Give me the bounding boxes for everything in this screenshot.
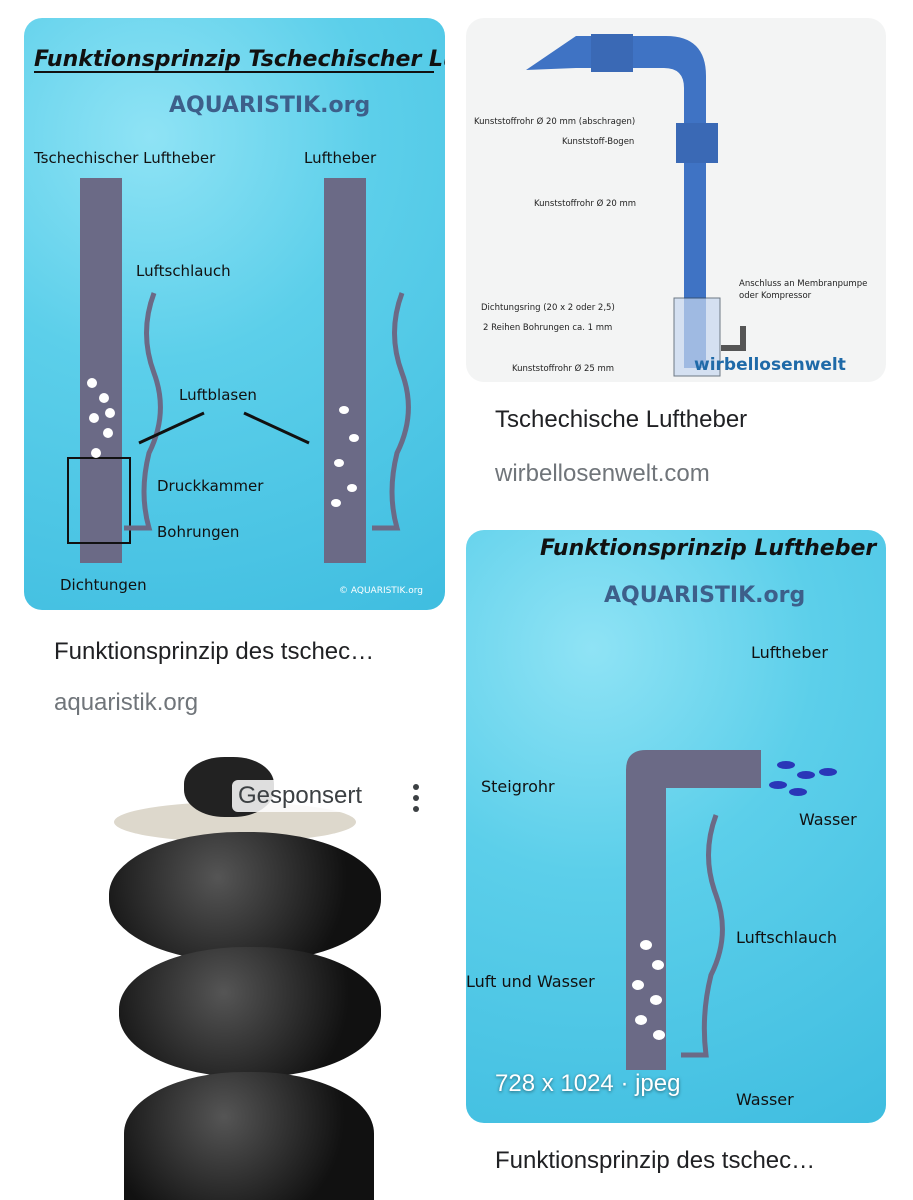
image-label: Druckkammer <box>157 477 264 495</box>
image-dimensions: 728 x 1024 · jpeg <box>495 1070 681 1097</box>
image-label: Kunststoffrohr Ø 20 mm (abschragen) <box>474 116 635 127</box>
image-label: 2 Reihen Bohrungen ca. 1 mm <box>483 323 612 333</box>
result-title[interactable]: Funktionsprinzip des tschec… <box>54 638 375 665</box>
image-label: Tschechischer Luftheber <box>33 149 216 167</box>
image-label: Luftheber <box>304 149 377 167</box>
image-label: Luftblasen <box>179 386 257 404</box>
dot-icon <box>413 794 419 801</box>
result-source[interactable]: wirbellosenwelt.com <box>495 460 710 487</box>
dot-icon <box>413 805 419 812</box>
image-logo: AQUARISTIK.org <box>604 583 805 608</box>
image-label: Luft und Wasser <box>466 972 595 991</box>
image-label: Wasser <box>799 810 857 829</box>
image-label: Kunststoffrohr Ø 20 mm <box>534 198 636 209</box>
image-label: Kunststoff-Bogen <box>562 137 634 147</box>
result-title[interactable]: Funktionsprinzip des tschec… <box>495 1147 816 1174</box>
image-label: Luftschlauch <box>136 262 231 280</box>
image-label: Luftheber <box>751 643 828 662</box>
result-source[interactable]: aquaristik.org <box>54 689 199 716</box>
image-label: Dichtungen <box>60 576 147 594</box>
more-options-button[interactable] <box>404 782 428 814</box>
image-label: Steigrohr <box>481 777 555 796</box>
image-label: Anschluss an Membranpumpe <box>739 279 867 289</box>
image-logo: AQUARISTIK.org <box>169 93 370 118</box>
result-title[interactable]: Tschechische Luftheber <box>495 406 748 433</box>
image-heading: Funktionsprinzip Luftheber <box>540 536 877 561</box>
dot-icon <box>413 784 419 791</box>
image-label: Bohrungen <box>157 523 239 541</box>
image-label: oder Kompressor <box>739 291 812 301</box>
result-image-2[interactable]: Kunststoffrohr Ø 20 mm (abschragen) Kuns… <box>466 18 886 382</box>
image-label: © AQUARISTIK.org <box>339 586 423 596</box>
image-logo: wirbellosenwelt <box>694 355 846 375</box>
image-heading: Funktionsprinzip Tschechischer Luftheber <box>34 47 445 72</box>
result-image-4[interactable]: Funktionsprinzip Luftheber AQUARISTIK.or… <box>466 530 886 1123</box>
image-label: Luftschlauch <box>736 928 837 947</box>
result-image-1[interactable]: Funktionsprinzip Tschechischer Luftheber… <box>24 18 445 610</box>
sponsored-product-image[interactable] <box>24 757 440 1200</box>
sponsored-badge: Gesponsert <box>232 780 369 812</box>
image-label: Kunststoffrohr Ø 25 mm <box>512 363 614 374</box>
image-label: Wasser <box>736 1090 794 1109</box>
image-label: Dichtungsring (20 x 2 oder 2,5) <box>481 303 615 313</box>
